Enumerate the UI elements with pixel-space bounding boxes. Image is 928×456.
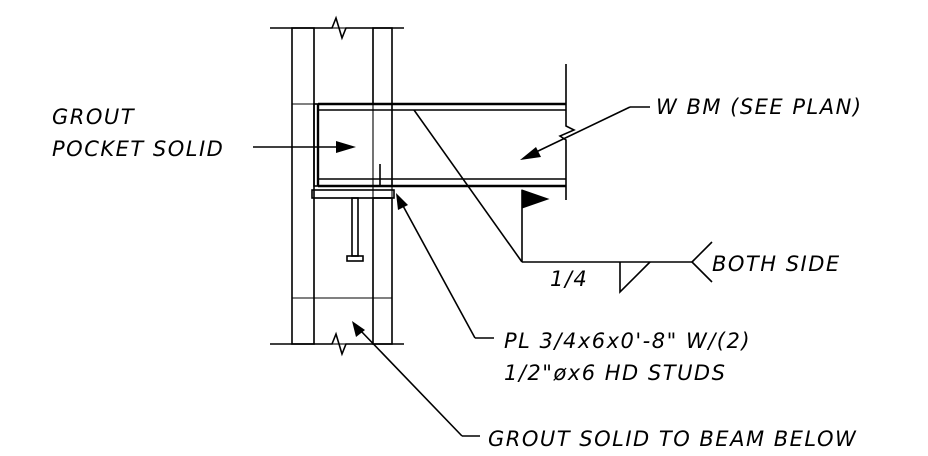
leader-beam — [520, 106, 650, 160]
plate-label-line1: PL 3/4x6x0'-8" W/(2) — [504, 329, 751, 353]
grout-pocket-right-edge — [372, 103, 393, 199]
bearing-plate — [311, 189, 395, 199]
leader-grout-pocket — [253, 141, 356, 153]
plate-label-line2: 1/2"øx6 HD STUDS — [504, 361, 726, 385]
leader-grout-below — [352, 321, 480, 437]
weld-size-label: 1/4 — [550, 267, 588, 291]
wall-right-face-shell — [372, 27, 393, 105]
grout-core-upper — [313, 27, 374, 105]
hd-stud — [346, 197, 364, 262]
leader-plate — [396, 193, 494, 339]
weld-note-label: BOTH SIDE — [712, 252, 841, 276]
grout-pocket-label-line2: POCKET SOLID — [52, 137, 224, 161]
beam-label: W BM (SEE PLAN) — [656, 95, 863, 119]
grout-pocket-label-line1: GROUT — [52, 105, 136, 129]
break-line-bottom — [270, 331, 404, 357]
wall-right-face-shell-lower — [372, 197, 393, 345]
beam-break-line — [558, 64, 576, 200]
weld-symbol — [413, 109, 713, 294]
wall-left-face-shell — [291, 27, 315, 345]
break-line-top — [270, 15, 404, 41]
fillet-weld-triangle — [619, 261, 651, 294]
grout-core-lower — [313, 197, 374, 345]
field-weld-flag — [521, 189, 550, 209]
steel-beam — [316, 64, 576, 200]
grout-below-label: GROUT SOLID TO BEAM BELOW — [488, 427, 857, 451]
